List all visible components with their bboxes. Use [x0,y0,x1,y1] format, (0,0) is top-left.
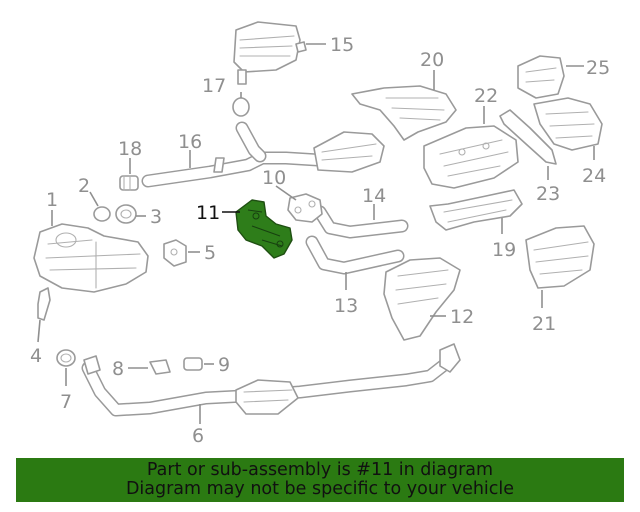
part-25-heat-shield[interactable] [517,55,565,99]
part-19-heat-shield[interactable] [429,189,523,231]
callout-3: 3 [150,206,162,228]
exhaust-parts-diagram: 15 17 16 18 20 22 25 23 24 19 21 10 14 1… [30,21,610,447]
part-22-heat-shield[interactable] [423,125,519,189]
callout-8: 8 [112,358,124,380]
callout-10: 10 [262,167,286,189]
part-20-heat-shield[interactable] [351,85,457,141]
callout-13: 13 [334,295,358,317]
callout-23: 23 [536,183,560,205]
diagram-note-banner: Part or sub-assembly is #11 in diagram D… [16,458,624,502]
callout-1: 1 [46,189,58,211]
part-13-pipe[interactable] [305,235,405,275]
part-17-clamp[interactable] [232,97,250,117]
banner-line-1: Part or sub-assembly is #11 in diagram [146,460,494,480]
callout-18: 18 [118,138,142,160]
callout-20: 20 [420,49,444,71]
part-10-bracket[interactable] [287,193,323,223]
part-11-bracket-highlighted[interactable] [235,199,293,259]
callout-7: 7 [60,391,72,413]
part-18-clamp[interactable] [119,175,139,191]
callout-17: 17 [202,75,226,97]
part-5-bracket[interactable] [163,239,187,267]
part-4-bracket[interactable] [37,287,51,321]
callout-labels: 15 17 16 18 20 22 25 23 24 19 21 10 14 1… [30,34,610,447]
callout-16: 16 [178,131,202,153]
callout-4: 4 [30,345,42,367]
part-15-rear-muffler[interactable] [233,21,307,85]
callout-19: 19 [492,239,516,261]
part-8-bracket[interactable] [149,359,171,375]
callout-12: 12 [450,306,474,328]
part-21-heat-shield[interactable] [525,225,595,289]
part-14-pipe[interactable] [313,205,409,239]
callout-6: 6 [192,425,204,447]
part-9-clamp[interactable] [183,357,203,371]
banner-line-2: Diagram may not be specific to your vehi… [125,479,515,499]
callout-14: 14 [362,185,386,207]
leader-lines [37,43,595,424]
part-16-intermediate-pipe[interactable] [141,121,385,188]
part-12-heat-shield[interactable] [383,257,461,341]
part-1-catalytic-converter[interactable] [33,223,149,293]
callout-11-highlighted: 11 [196,202,220,224]
part-23-bracket[interactable] [499,109,557,165]
part-6-front-pipe[interactable] [81,343,461,417]
callout-5: 5 [204,242,216,264]
callout-2: 2 [78,175,90,197]
callout-24: 24 [582,165,606,187]
callout-21: 21 [532,313,556,335]
callout-15: 15 [330,34,354,56]
part-24-heat-shield[interactable] [533,97,603,151]
part-2-gasket[interactable] [93,206,111,222]
callout-9: 9 [218,354,230,376]
part-7-gasket[interactable] [56,349,76,367]
part-3-clamp[interactable] [115,204,137,224]
callout-22: 22 [474,85,498,107]
callout-25: 25 [586,57,610,79]
